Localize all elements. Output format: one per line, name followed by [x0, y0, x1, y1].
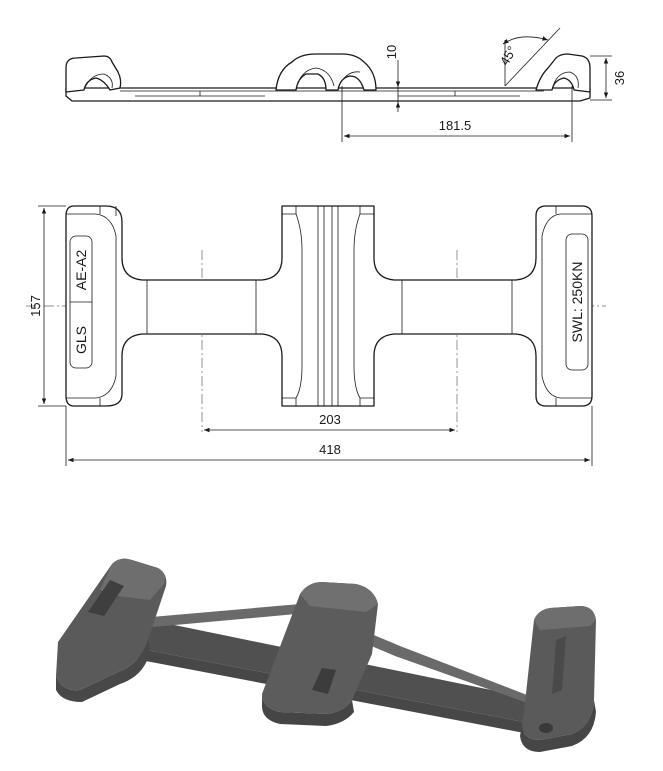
dim-angle: 45° [497, 43, 520, 68]
dim-pitch: 203 [319, 412, 341, 427]
render-center-block [262, 582, 378, 714]
dim-overall-length: 418 [319, 442, 341, 457]
render-3d [56, 558, 596, 752]
dim-thickness: 10 [384, 45, 399, 59]
top-view-outline [65, 205, 593, 407]
dim-half-span: 181.5 [439, 118, 472, 133]
side-view-left-block [65, 55, 122, 93]
top-view: AE-A2 GLS SWL: 250KN 157 203 [26, 205, 606, 466]
label-left-top: AE-A2 [73, 250, 89, 291]
label-left-bottom: GLS [73, 326, 89, 354]
label-right: SWL: 250KN [569, 262, 585, 343]
label-plate-right [565, 233, 589, 371]
dim-height: 36 [612, 71, 627, 85]
dim-width: 157 [28, 295, 43, 317]
side-view: 10 36 181.5 45° [65, 27, 627, 142]
